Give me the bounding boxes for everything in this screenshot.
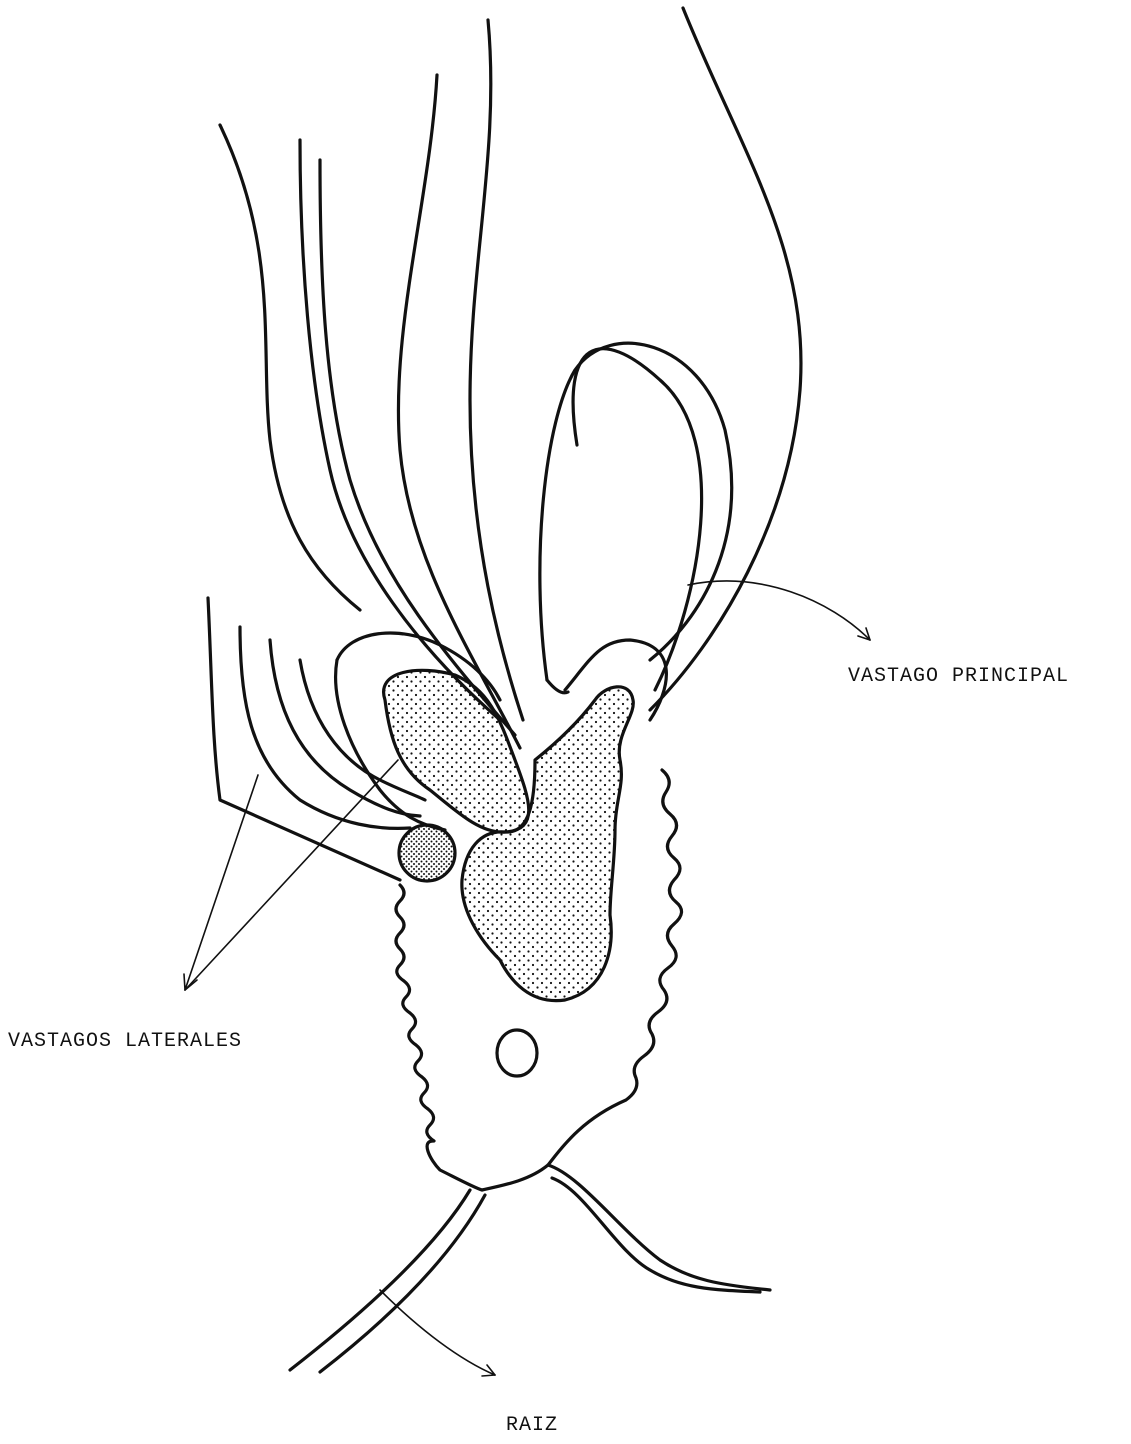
arrow-lateral-1 bbox=[185, 775, 258, 990]
main-shoot-leaves bbox=[540, 8, 801, 720]
label-main-shoot: VASTAGO PRINCIPAL bbox=[848, 665, 1069, 688]
meristem-blobs bbox=[384, 670, 634, 1000]
roots bbox=[290, 1165, 770, 1372]
arrow-root bbox=[380, 1290, 495, 1375]
label-lateral-shoots: VASTAGOS LATERALES bbox=[8, 1030, 242, 1053]
central-leaves bbox=[220, 20, 523, 748]
label-root: RAIZ bbox=[506, 1414, 558, 1437]
